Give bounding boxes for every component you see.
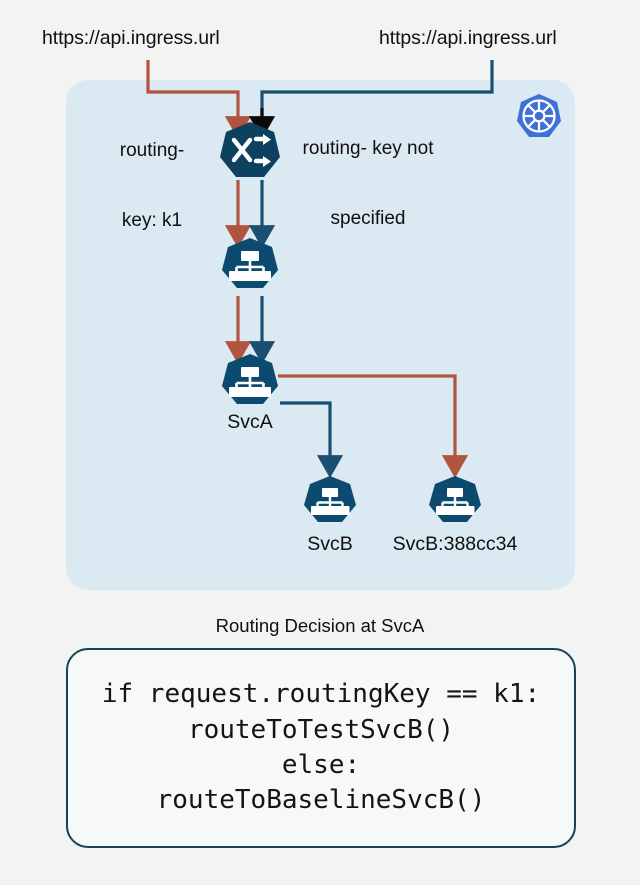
code-line-3: else: [281,750,361,780]
edge-label-routing-key-set-line1: routing- [119,140,185,162]
code-line-4: routeToBaselineSvcB() [156,785,486,816]
edge-label-routing-key-unset-line1: routing- key not [302,138,434,160]
section-title-routing-decision: Routing Decision at SvcA [215,615,425,636]
edge-label-routing-key-set: routing- key: k1 [92,93,212,278]
edge-label-routing-key-unset: routing- key not specified [286,91,450,276]
edge-label-routing-key-unset-line2: specified [330,207,406,229]
node-label-service-b-canary: SvcB:388cc34 [392,533,518,555]
code-line-2: routeToTestSvcB() [187,714,455,745]
ingress-url-right: https://api.ingress.url [379,27,557,49]
routing-decision-code-box: if request.routingKey == k1: routeToTest… [66,648,576,848]
node-label-service-b: SvcB [307,533,353,555]
ingress-url-left: https://api.ingress.url [42,27,220,49]
code-line-1: if request.routingKey == k1: [101,679,541,710]
node-label-service-a: SvcA [227,411,273,433]
edge-label-routing-key-set-line2: key: k1 [121,209,183,231]
